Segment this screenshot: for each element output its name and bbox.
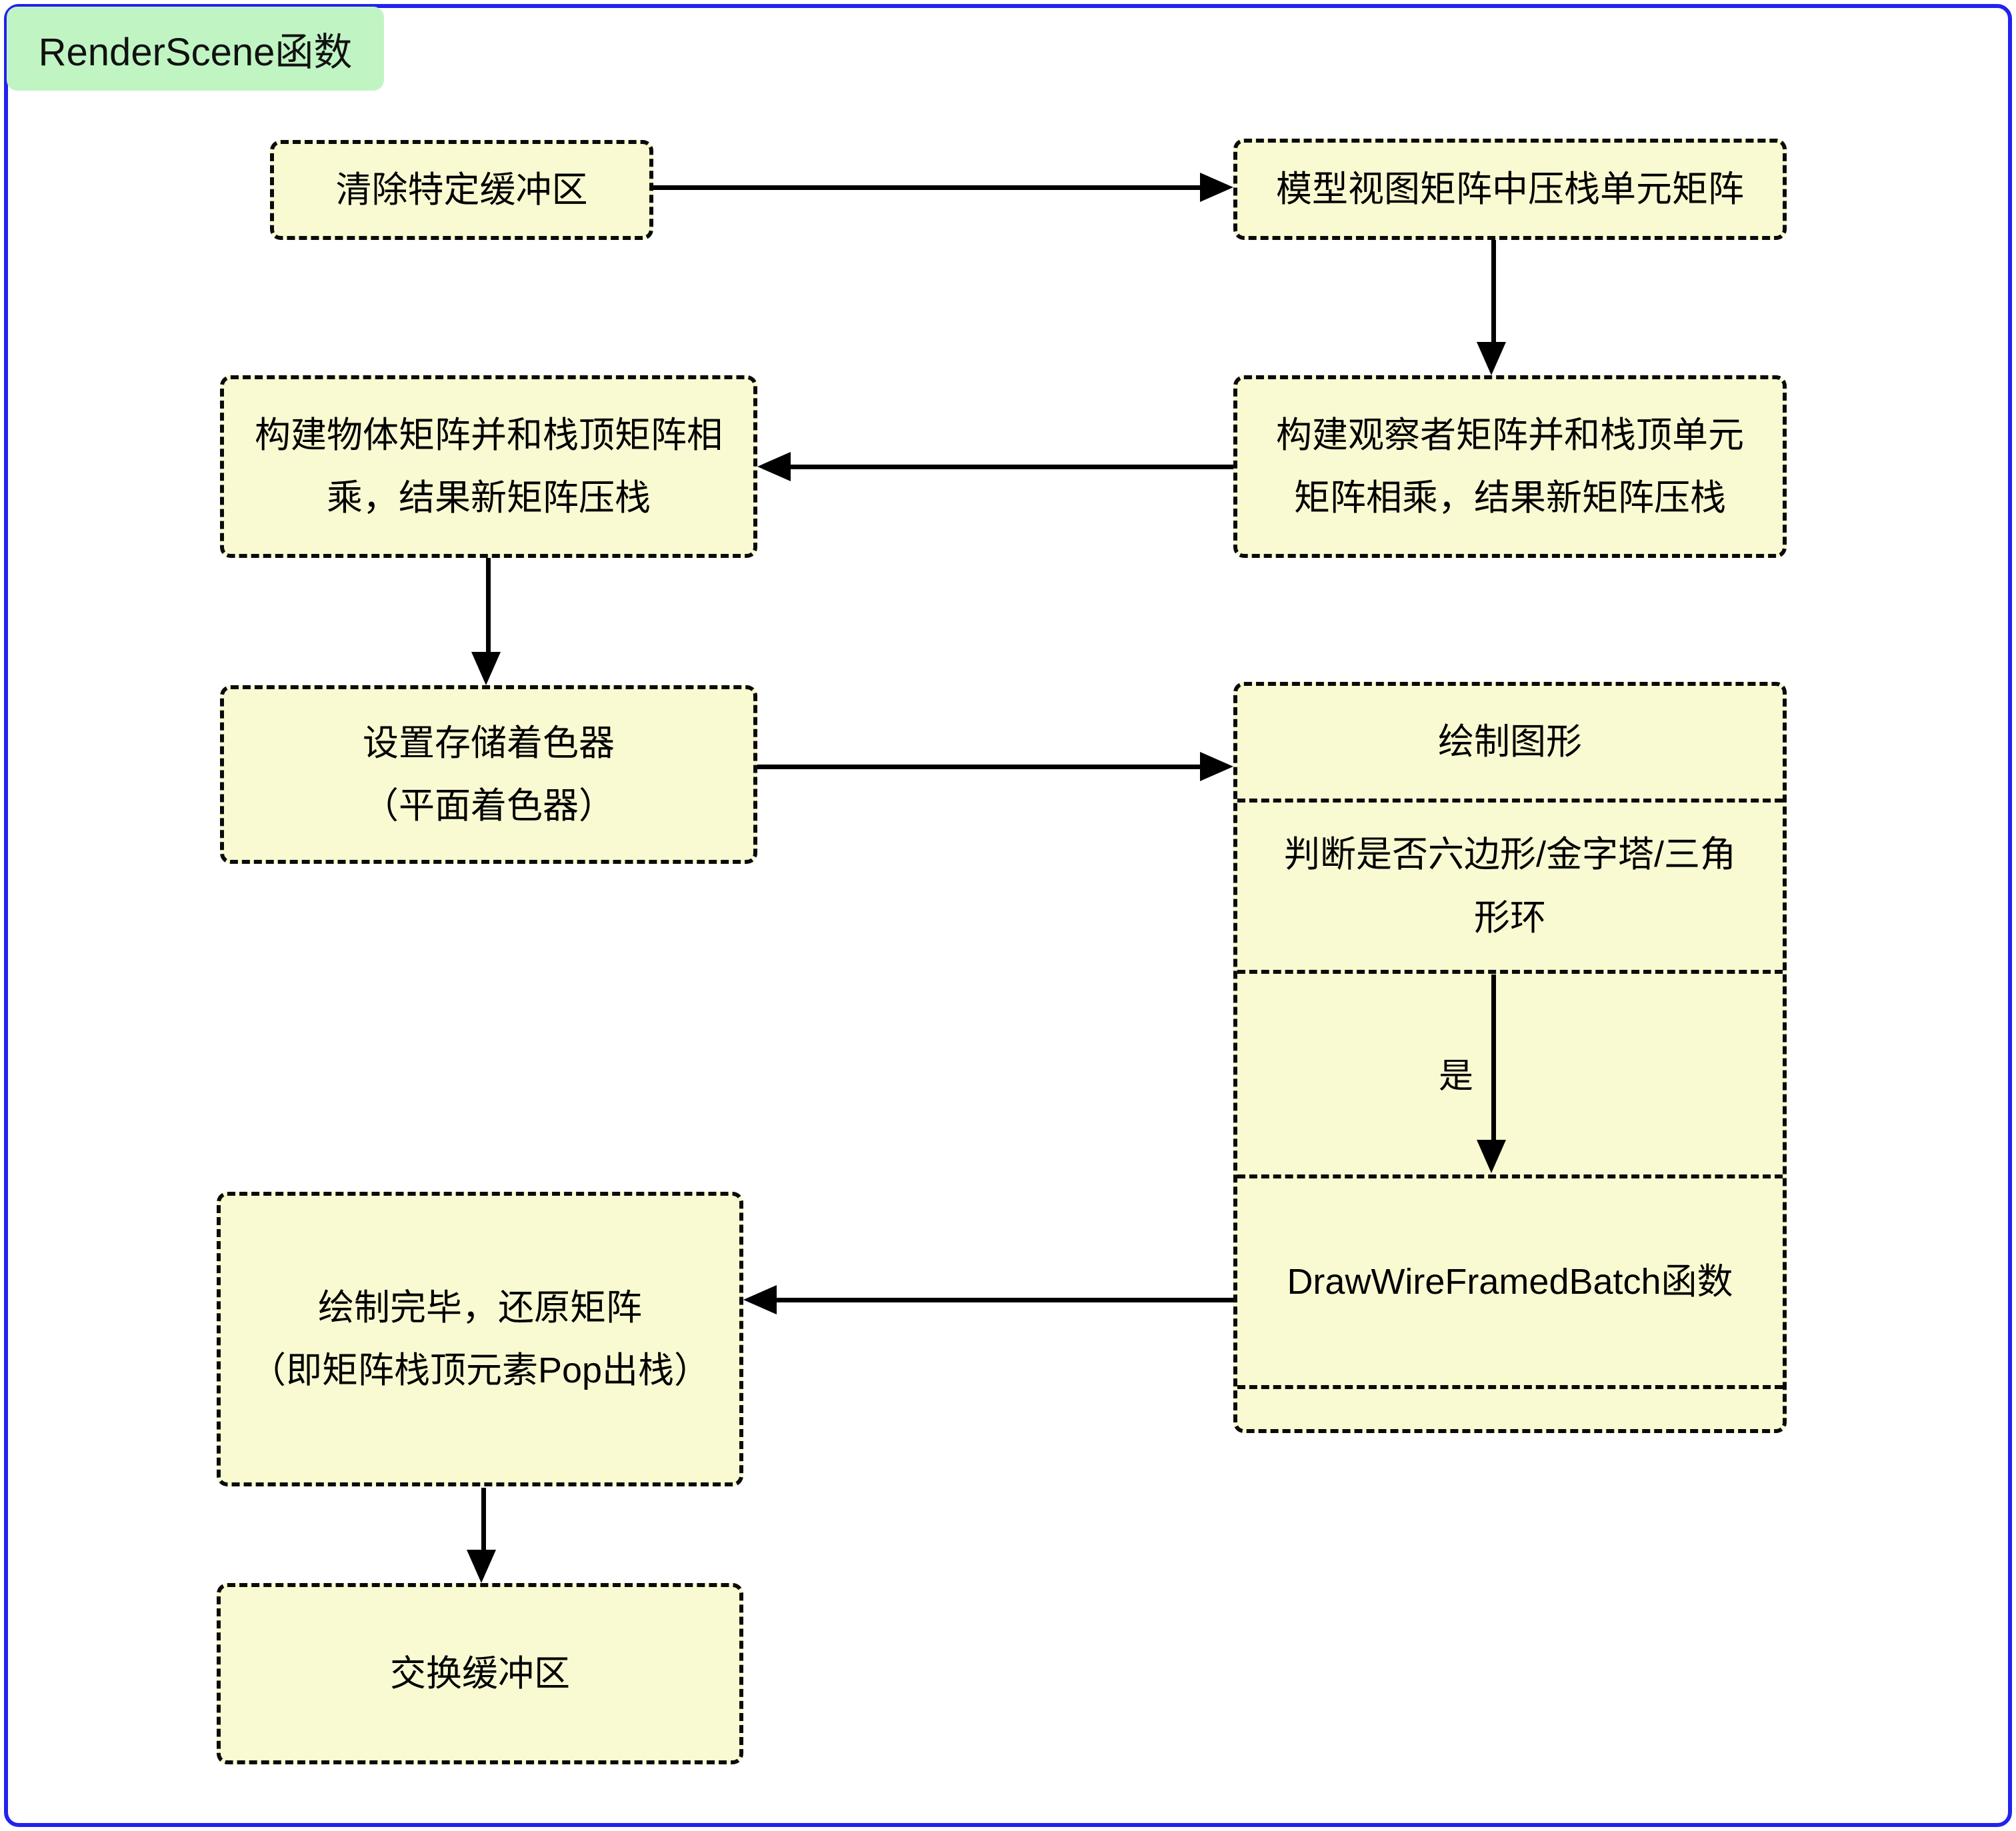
edge-shader-to-draw [757,765,1200,769]
draw-group-branch-section [1237,974,1783,1178]
branch-label-yes: 是 [1438,1057,1473,1096]
arrowhead-down-icon [1477,342,1506,375]
node-object-matrix: 构建物体矩阵并和栈顶矩阵相 乘，结果新矩阵压栈 [220,375,757,558]
node-draw-group: 绘制图形 判断是否六边形/金字塔/三角 形环 DrawWireFramedBat… [1233,682,1787,1433]
draw-group-condition: 判断是否六边形/金字塔/三角 形环 [1237,803,1783,974]
draw-group-header: 绘制图形 [1237,686,1783,803]
arrowhead-right-icon [1200,752,1233,781]
diagram-title: RenderScene函数 [7,7,384,91]
node-set-shader: 设置存储着色器 （平面着色器） [220,685,757,864]
draw-group-empty-section [1237,1389,1783,1429]
arrowhead-left-icon [757,452,791,481]
edge-clear-to-push [653,185,1204,190]
edge-observer-to-object [791,465,1233,469]
edge-draw-to-restore [777,1298,1233,1302]
arrowhead-right-icon [1200,173,1233,202]
edge-restore-to-swap [481,1488,486,1551]
arrowhead-down-icon [467,1550,496,1583]
arrowhead-down-icon [471,652,501,685]
node-clear-buffer: 清除特定缓冲区 [270,140,653,240]
node-swap-buffer: 交换缓冲区 [217,1583,743,1764]
node-push-unit-matrix: 模型视图矩阵中压栈单元矩阵 [1233,139,1787,240]
edge-push-to-observer [1491,240,1496,343]
arrowhead-left-icon [743,1285,777,1314]
page-border [4,4,2012,1827]
node-observer-matrix: 构建观察者矩阵并和栈顶单元 矩阵相乘，结果新矩阵压栈 [1233,375,1787,558]
edge-condition-to-call [1491,974,1496,1141]
node-restore-matrix: 绘制完毕，还原矩阵 （即矩阵栈顶元素Pop出栈） [217,1192,743,1486]
arrowhead-down-icon [1477,1140,1506,1173]
edge-object-to-shader [486,558,491,653]
draw-group-call: DrawWireFramedBatch函数 [1237,1178,1783,1389]
